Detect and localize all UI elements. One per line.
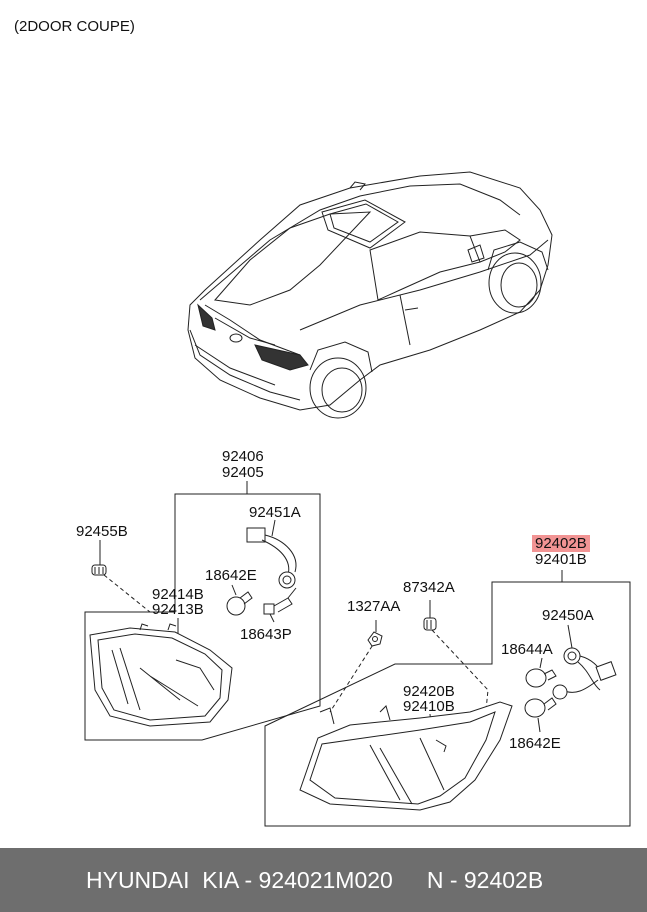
callout-18644A: 18644A [501,641,553,658]
inner-lamp-housing [89,618,233,727]
bulb-18644A [525,657,557,688]
inner-lamp-group-box [84,481,321,741]
diagram-variant-label: (2DOOR COUPE) [14,18,135,35]
bulb-18642E-right [524,697,557,733]
callout-18642E-right: 18642E [509,735,561,752]
footer-brand-partno: HYUNDAI KIA - 924021M020 [86,866,393,893]
callout-92402B: 92402B [532,535,590,552]
callout-18642E-left: 18642E [205,567,257,584]
socket-wiring-92451A [246,519,297,589]
car-illustration [187,171,553,419]
bulb-18643P [263,587,297,623]
callout-1327AA: 1327AA [347,598,401,615]
callout-92451A: 92451A [249,504,301,521]
outer-lamp-group-box [264,570,631,827]
callout-92401B: 92401B [535,551,587,568]
callout-92420B: 92420B [403,683,455,700]
callout-92405: 92405 [222,464,264,481]
callout-87342A: 87342A [403,579,455,596]
callout-92413B: 92413B [152,601,204,618]
callout-92414B: 92414B [152,586,204,603]
socket-wiring-92450A [552,624,617,700]
callout-92450A: 92450A [542,607,594,624]
footer-bar: HYUNDAI KIA - 924021M020 N - 92402B [0,848,647,912]
highlighted-part-number: 92402B [532,535,590,552]
callout-92455B: 92455B [76,523,128,540]
bulb-18642E-left [226,584,253,616]
callout-92410B: 92410B [403,698,455,715]
callout-18643P: 18643P [240,626,292,643]
clip-1327AA [367,631,383,647]
screw-92455B [91,564,107,576]
outer-lamp-housing [299,701,513,811]
screw-87342A [423,617,437,631]
footer-ref: N - 92402B [426,866,544,893]
callout-92406: 92406 [222,448,264,465]
